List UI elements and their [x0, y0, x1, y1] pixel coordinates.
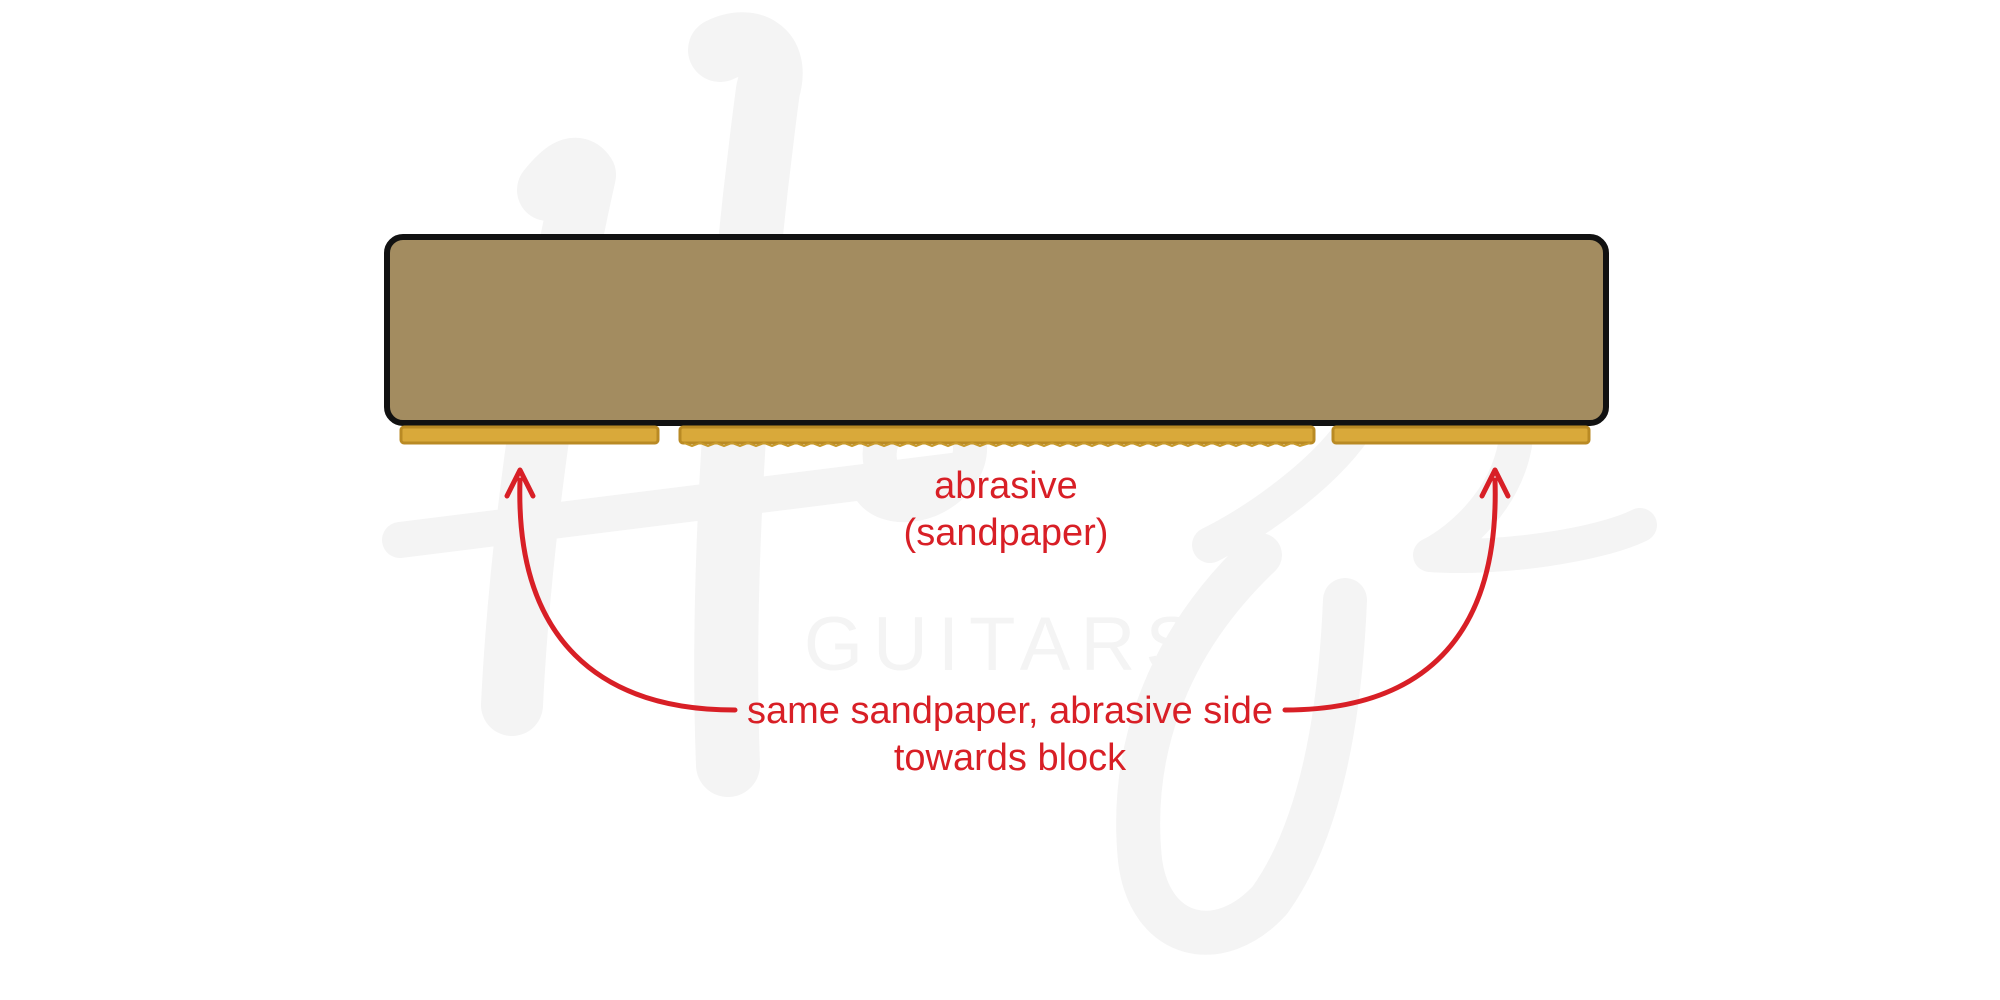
sandpaper-strip-right — [1331, 425, 1591, 445]
same-sandpaper-label: same sandpaper, abrasive side towards bl… — [747, 690, 1273, 779]
abrasive-label-line1: abrasive — [934, 465, 1078, 507]
curved-arrow-head-left — [504, 467, 536, 499]
sandpaper-abrasive-texture — [683, 441, 1311, 448]
abrasive-label: abrasive (sandpaper) — [904, 465, 1109, 554]
same-sandpaper-label-line1: same sandpaper, abrasive side — [747, 690, 1273, 732]
curved-arrow-head-right — [1479, 467, 1511, 499]
curved-arrow-icon-left — [517, 477, 738, 713]
same-sandpaper-label-line2: towards block — [894, 737, 1127, 779]
sandpaper-strip-left — [399, 425, 660, 445]
sandpaper-strips — [399, 425, 1591, 448]
curved-arrows — [504, 467, 1511, 713]
sandpaper-strip-center — [678, 425, 1316, 445]
sanding-block — [384, 234, 1609, 426]
curved-arrow-icon-right — [1282, 477, 1498, 713]
abrasive-label-line2: (sandpaper) — [904, 512, 1109, 554]
watermark-brand: GUITARS — [804, 602, 1206, 687]
